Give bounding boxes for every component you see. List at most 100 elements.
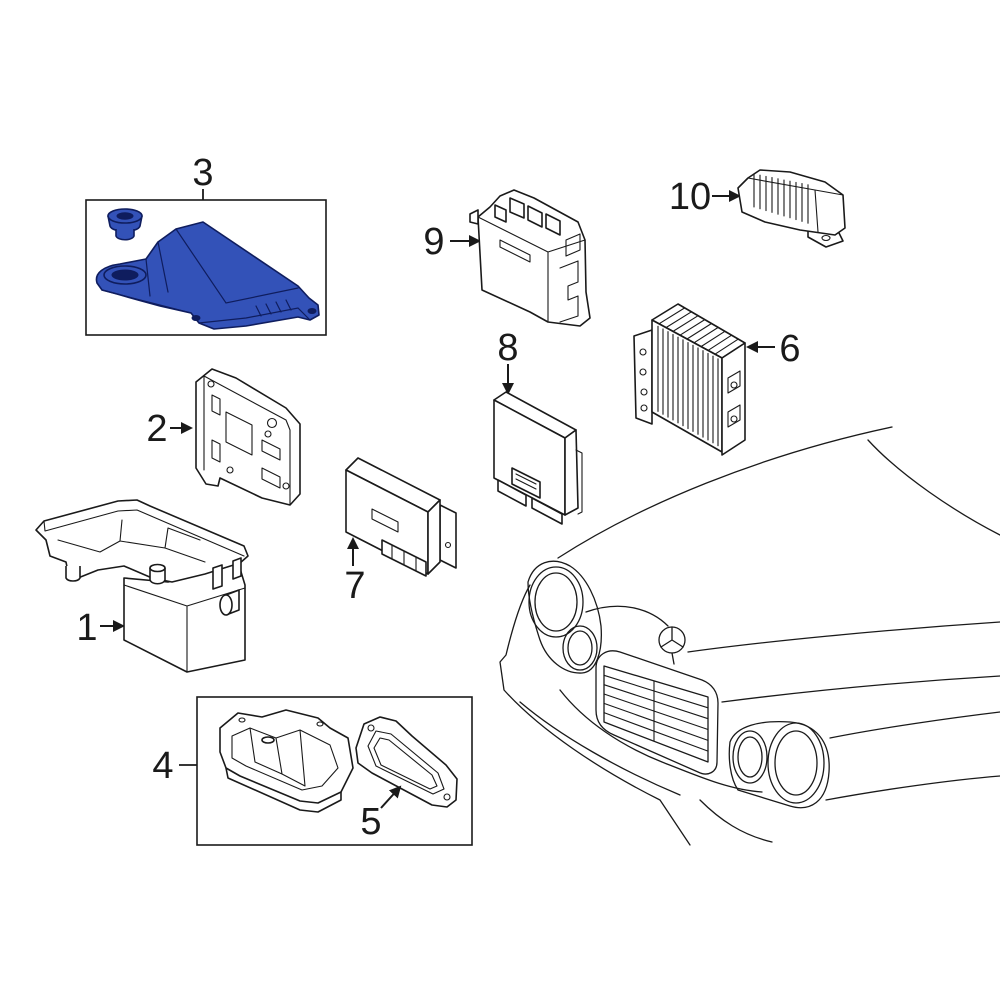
bracket-hole: [226, 466, 234, 474]
module-9-side-window: [565, 233, 581, 257]
module-9-connector: [545, 213, 561, 236]
bracket-hole: [207, 380, 215, 388]
part-6-finned-module: [633, 303, 746, 456]
module-9-label-recess: [499, 239, 531, 263]
tray-post: [261, 736, 275, 744]
callout-8-group: 8: [497, 327, 519, 395]
module-8-connector: [497, 479, 527, 507]
bracket-edges: [203, 375, 291, 506]
module-9-tab: [469, 209, 479, 225]
module-6-bracket-hole: [639, 368, 647, 376]
bumper-line-right: [825, 775, 1000, 801]
top-fin: [714, 338, 739, 355]
callout-10: 10: [669, 176, 711, 218]
headlight-left-inner: [562, 625, 598, 671]
top-fin: [665, 311, 692, 329]
cover-mount-hole: [307, 308, 317, 314]
vehicle-front-outline: [499, 426, 1000, 846]
headlight-left-outer-lens: [534, 572, 578, 632]
grille-surround: [595, 650, 719, 775]
part-10-finned-module: [737, 169, 846, 248]
part-8-control-module: [493, 391, 583, 525]
bracket-slots: [211, 394, 281, 489]
gasket-hole: [443, 793, 451, 801]
housing-flange-details: [57, 519, 206, 563]
hood-crease: [867, 439, 1000, 536]
part-5-gasket: [355, 716, 458, 808]
module-7-connector-lines: [391, 544, 417, 572]
module-10-bracket-hole: [821, 234, 831, 242]
module-10-edges: [747, 177, 844, 233]
grommet-stem: [115, 229, 135, 241]
module-7-flange: [439, 504, 457, 569]
grille-slat: [603, 712, 709, 752]
grille-slat: [603, 684, 709, 720]
tray-outline: [219, 709, 354, 804]
bumper-line: [519, 701, 681, 796]
tray-hole: [238, 717, 246, 723]
callout-7: 7: [344, 565, 365, 607]
housing-tab: [232, 557, 242, 580]
grommet-hole: [116, 212, 134, 220]
headlight-housing-right: [728, 720, 830, 809]
lower-valance: [699, 799, 773, 843]
grille-slats: [603, 674, 709, 752]
cover-lip: [101, 289, 311, 324]
module-6-bracket-hole: [639, 348, 647, 356]
housing-post: [149, 568, 166, 585]
callout-2-group: 2: [146, 408, 193, 450]
top-fin: [700, 330, 726, 348]
callout-6: 6: [779, 328, 800, 370]
housing-post-top: [149, 563, 166, 573]
callout-3-box: [85, 199, 327, 336]
bumper-left-contour: [499, 584, 691, 846]
headlight-left-inner-lens: [567, 630, 593, 666]
headlight-right-outer: [767, 722, 825, 804]
top-fin: [679, 319, 706, 336]
hood-front-right: [687, 621, 1000, 653]
module-8-slot-lines: [515, 473, 537, 490]
cover-ridge: [175, 228, 299, 304]
cover-ribs: [255, 299, 292, 317]
part-2-bracket: [195, 368, 301, 506]
cover-mount-hole: [191, 315, 201, 321]
top-fin: [693, 326, 719, 344]
valance-line: [559, 689, 763, 793]
callout-9-group: 9: [423, 221, 481, 263]
tray-dividers: [249, 727, 306, 787]
hood-front-left: [585, 605, 669, 627]
housing-flange-lip: [43, 509, 245, 557]
module-9-connector: [509, 197, 525, 219]
part-9-control-module: [469, 189, 591, 327]
callout-1: 1: [76, 607, 97, 649]
cover-cup-opening: [111, 269, 139, 281]
cover-slope-lines: [145, 241, 169, 297]
bracket-hole: [282, 482, 290, 490]
housing-knob: [219, 594, 233, 616]
bracket-window: [225, 411, 253, 456]
module-9-side-detail: [559, 260, 579, 323]
module-9-outline: [477, 189, 591, 327]
module-10-body: [737, 169, 846, 236]
headlight-left-outer: [528, 566, 584, 638]
fender-line: [721, 675, 1000, 703]
top-fin: [707, 334, 733, 351]
gasket-inner-lip: [373, 737, 438, 790]
headlight-right-inner: [732, 730, 768, 784]
module-8-connector: [531, 497, 563, 525]
module-6-end-plate: [721, 342, 746, 456]
module-6-fins: [657, 307, 739, 447]
part-1-module-housing: [35, 499, 249, 673]
gasket-outline: [355, 716, 458, 808]
housing-flange: [35, 499, 249, 583]
tray-recess: [231, 727, 339, 791]
module-9-edges: [477, 216, 586, 323]
module-6-end-plate-tabs: [727, 370, 741, 428]
tray-hole: [316, 721, 324, 727]
headlight-right-inner-lens: [737, 736, 763, 778]
callout-9: 9: [423, 221, 444, 263]
headlight-right-outer-lens: [774, 730, 818, 796]
module-7-flange-hole: [444, 541, 452, 549]
top-fin: [658, 307, 686, 325]
